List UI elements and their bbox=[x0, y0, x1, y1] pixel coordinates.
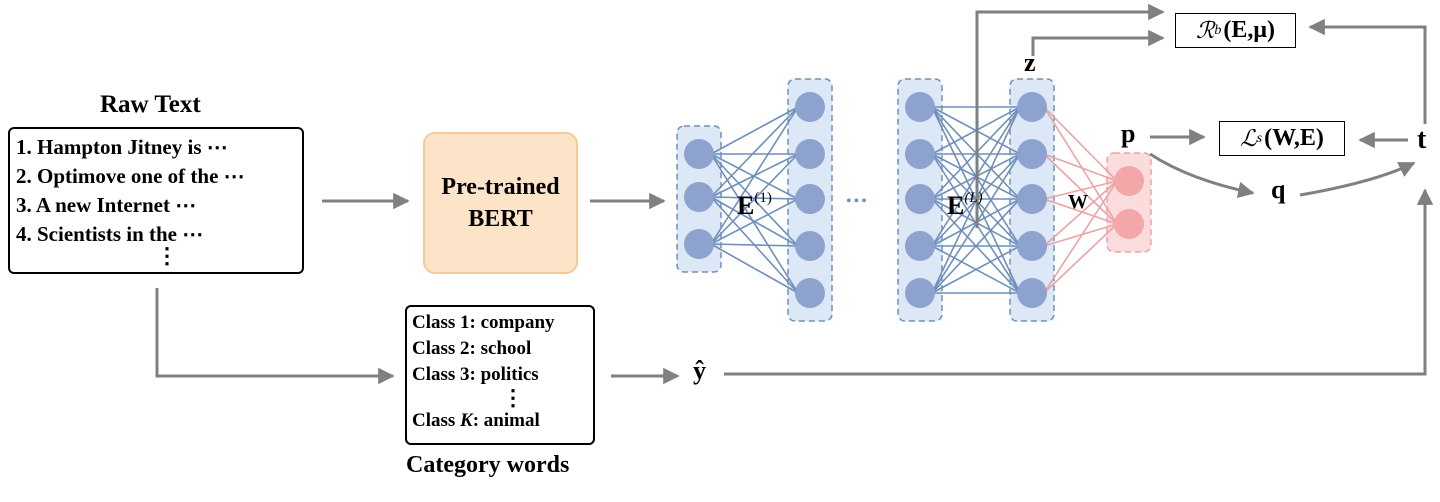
edge-col-d-2-col-e-1 bbox=[1043, 198, 1118, 225]
col-b-node-2 bbox=[795, 184, 825, 214]
category-ellipsis: ⋮ bbox=[502, 385, 524, 410]
raw-text-title: Raw Text bbox=[100, 91, 201, 118]
arrow-z-to-rb bbox=[1031, 29, 1165, 56]
edge-col-a-1-col-b-0 bbox=[710, 106, 799, 198]
t-label: t bbox=[1417, 124, 1427, 155]
edge-col-a-2-col-b-3 bbox=[710, 243, 799, 247]
col-b-node-3 bbox=[795, 231, 825, 261]
col-a-node-1 bbox=[684, 182, 714, 212]
raw-text-line-4: 4. Scientists in the ⋯ bbox=[16, 222, 204, 246]
class-2-label: Class 2: school bbox=[412, 338, 532, 359]
embedding-layer-1-label: E(1) bbox=[737, 190, 772, 220]
arrow-raw-to-category bbox=[155, 288, 395, 385]
q-label: q bbox=[1271, 175, 1286, 204]
arrow-yhat-to-t bbox=[724, 188, 1434, 376]
edge-col-d-1-col-e-0 bbox=[1043, 153, 1118, 182]
edge-col-a-2-col-b-2 bbox=[710, 198, 799, 245]
col-c-node-4 bbox=[905, 278, 935, 308]
rb-script: ℛ bbox=[1196, 17, 1215, 44]
edge-col-a-2-col-b-1 bbox=[710, 153, 799, 245]
ls-sub: s bbox=[1256, 130, 1263, 146]
raw-text-line-3: 3. A new Internet ⋯ bbox=[16, 193, 197, 217]
edge-col-a-2-col-b-0 bbox=[710, 106, 799, 245]
rb-args: (E,μ) bbox=[1223, 17, 1275, 43]
col-d-node-4 bbox=[1017, 278, 1047, 308]
edge-col-a-2-col-b-4 bbox=[710, 243, 799, 294]
col-b-node-1 bbox=[795, 139, 825, 169]
bert-label-line2: BERT bbox=[468, 206, 533, 232]
bert-box: Pre-trained BERT bbox=[423, 132, 578, 274]
layer-ellipsis: ••• bbox=[846, 193, 869, 210]
edge-col-a-0-col-b-0 bbox=[710, 106, 799, 155]
edge-col-d-3-col-e-0 bbox=[1043, 180, 1118, 247]
col-d-node-0 bbox=[1017, 92, 1047, 122]
ls-args: (W,E) bbox=[1264, 125, 1324, 151]
w-label: W bbox=[1068, 191, 1088, 213]
arrow-q-to-t bbox=[1299, 161, 1416, 197]
p-label: p bbox=[1121, 119, 1136, 148]
bert-label-line1: Pre-trained bbox=[441, 174, 560, 200]
col-b-node-4 bbox=[795, 278, 825, 308]
class-k-label: Class K: animal bbox=[412, 410, 540, 431]
raw-text-ellipsis: ⋮ bbox=[156, 243, 178, 268]
raw-text-line-1: 1. Hampton Jitney is ⋯ bbox=[16, 135, 228, 159]
col-d-node-1 bbox=[1017, 139, 1047, 169]
edge-col-d-4-col-e-0 bbox=[1043, 180, 1118, 294]
rb-sub: b bbox=[1214, 22, 1222, 38]
col-d-node-2 bbox=[1017, 184, 1047, 214]
class-1-label: Class 1: company bbox=[412, 312, 555, 333]
arrow-embedding-to-rb bbox=[975, 3, 1165, 228]
edge-col-d-0-col-e-0 bbox=[1043, 106, 1118, 182]
category-words-box: Class 1: company Class 2: school Class 3… bbox=[405, 305, 595, 445]
ls-script: ℒ bbox=[1240, 125, 1257, 152]
col-c-node-2 bbox=[905, 184, 935, 214]
embedding-layer-l-label: E(L) bbox=[947, 190, 983, 220]
class-3-label: Class 3: politics bbox=[412, 364, 539, 385]
yhat-label: ŷ bbox=[693, 356, 706, 385]
col-d-node-3 bbox=[1017, 231, 1047, 261]
col-b-node-0 bbox=[795, 92, 825, 122]
edge-col-d-3-col-e-1 bbox=[1043, 223, 1118, 247]
category-words-title: Category words bbox=[406, 452, 570, 478]
edge-col-d-1-col-e-1 bbox=[1043, 153, 1118, 225]
arrow-t-to-rb bbox=[1308, 18, 1427, 124]
raw-text-line-2: 2. Optimove one of the ⋯ bbox=[16, 164, 245, 188]
edge-col-d-4-col-e-1 bbox=[1043, 223, 1118, 294]
edge-col-a-0-col-b-4 bbox=[710, 153, 799, 294]
arrow-p-to-q bbox=[1149, 152, 1255, 199]
col-e-node-0 bbox=[1114, 166, 1144, 196]
edge-col-d-0-col-e-1 bbox=[1043, 106, 1118, 225]
col-c-node-0 bbox=[905, 92, 935, 122]
col-a-node-0 bbox=[684, 139, 714, 169]
raw-text-box: 1. Hampton Jitney is ⋯ 2. Optimove one o… bbox=[8, 127, 304, 274]
z-label: z bbox=[1024, 48, 1036, 77]
edge-col-c-4-col-d-2 bbox=[931, 198, 1021, 294]
edge-col-c-4-col-d-3 bbox=[931, 245, 1021, 294]
col-c-node-3 bbox=[905, 231, 935, 261]
col-c-node-1 bbox=[905, 139, 935, 169]
edge-col-d-2-col-e-0 bbox=[1043, 180, 1118, 200]
col-e-node-1 bbox=[1114, 209, 1144, 239]
col-a-node-2 bbox=[684, 229, 714, 259]
